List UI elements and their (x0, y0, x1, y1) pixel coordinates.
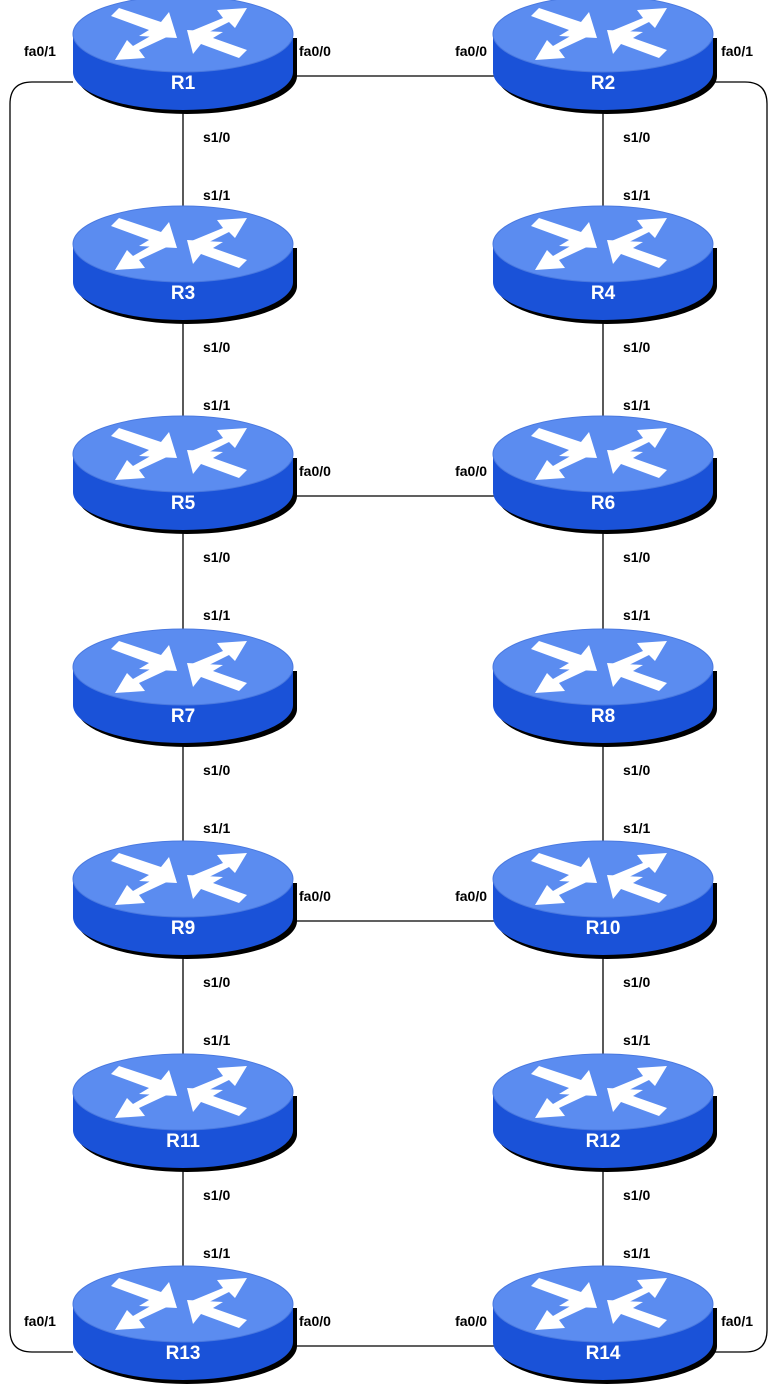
router-arrows-icon (111, 428, 247, 480)
router-top (72, 840, 294, 918)
router-top (492, 1265, 714, 1343)
router-arrows-icon (111, 1278, 247, 1330)
interface-label-r8-s1-0: s1/0 (623, 762, 650, 778)
router-label: R7 (171, 706, 195, 727)
interface-label-r9-s1-1: s1/1 (203, 820, 230, 836)
interface-label-r14-fa0-0: fa0/0 (455, 1313, 487, 1329)
interface-label-r11-s1-0: s1/0 (203, 1187, 230, 1203)
router-label: R3 (171, 283, 195, 304)
router-r1[interactable]: R1 (72, 0, 297, 114)
router-arrows-icon (111, 853, 247, 905)
router-label: R1 (171, 73, 196, 94)
link-r1-r13 (9, 81, 73, 1353)
router-top (72, 0, 294, 73)
router-arrows-icon (111, 8, 247, 60)
interface-label-r6-fa0-0: fa0/0 (455, 463, 487, 479)
interface-label-r6-s1-1: s1/1 (623, 397, 650, 413)
router-top (72, 628, 294, 706)
router-label: R8 (591, 706, 615, 727)
router-label: R10 (586, 918, 621, 939)
interface-label-r4-s1-0: s1/0 (623, 339, 650, 355)
router-label: R14 (586, 1343, 621, 1364)
router-top (72, 205, 294, 283)
interface-label-r14-s1-1: s1/1 (623, 1245, 650, 1261)
router-top (492, 205, 714, 283)
interface-label-r2-fa0-1: fa0/1 (721, 43, 753, 59)
interface-label-r9-fa0-0: fa0/0 (299, 888, 331, 904)
interface-labels-layer: fa0/0 fa0/0 s1/0 s1/1 s1/0 s1/1 s1/0 s1/1 s1/0 s1… (24, 43, 753, 1329)
router-arrows-icon (111, 218, 247, 270)
router-r7[interactable]: R7 (72, 628, 297, 747)
router-arrows-icon (111, 1066, 247, 1118)
interface-label-r1-s1-0: s1/0 (203, 129, 230, 145)
interface-label-r1-fa0-0: fa0/0 (299, 43, 331, 59)
interface-label-r2-fa0-0: fa0/0 (455, 43, 487, 59)
interface-label-r2-s1-0: s1/0 (623, 129, 650, 145)
interface-label-r8-s1-1: s1/1 (623, 607, 650, 623)
interface-label-r11-s1-1: s1/1 (203, 1032, 230, 1048)
router-arrows-icon (531, 428, 667, 480)
interface-label-r10-fa0-0: fa0/0 (455, 888, 487, 904)
router-arrows-icon (531, 1066, 667, 1118)
router-r6[interactable]: R6 (492, 415, 717, 534)
router-r4[interactable]: R4 (492, 205, 717, 324)
router-r10[interactable]: R10 (492, 840, 717, 959)
router-arrows-icon (531, 641, 667, 693)
router-r13[interactable]: R13 (72, 1265, 297, 1384)
interface-label-r5-fa0-0: fa0/0 (299, 463, 331, 479)
router-top (72, 1053, 294, 1131)
router-r11[interactable]: R11 (72, 1053, 297, 1172)
router-label: R12 (586, 1131, 621, 1152)
interface-label-r7-s1-1: s1/1 (203, 607, 230, 623)
interface-label-r13-s1-1: s1/1 (203, 1245, 230, 1261)
interface-label-r5-s1-1: s1/1 (203, 397, 230, 413)
router-label: R4 (591, 283, 616, 304)
interface-label-r10-s1-1: s1/1 (623, 820, 650, 836)
router-label: R13 (166, 1343, 201, 1364)
router-label: R11 (166, 1131, 200, 1152)
interface-label-r10-s1-0: s1/0 (623, 974, 650, 990)
router-r14[interactable]: R14 (492, 1265, 717, 1384)
interface-label-r1-fa0-1: fa0/1 (24, 43, 56, 59)
router-top (492, 1053, 714, 1131)
router-r12[interactable]: R12 (492, 1053, 717, 1172)
interface-label-r7-s1-0: s1/0 (203, 762, 230, 778)
link-r2-r14 (713, 81, 768, 1353)
router-arrows-icon (111, 641, 247, 693)
interface-label-r12-s1-0: s1/0 (623, 1187, 650, 1203)
router-r2[interactable]: R2 (492, 0, 717, 114)
router-top (492, 415, 714, 493)
router-top (72, 415, 294, 493)
router-arrows-icon (531, 218, 667, 270)
interface-label-r3-s1-1: s1/1 (203, 187, 230, 203)
router-r5[interactable]: R5 (72, 415, 297, 534)
interface-label-r3-s1-0: s1/0 (203, 339, 230, 355)
router-label: R9 (171, 918, 195, 939)
router-top (492, 0, 714, 73)
router-label: R6 (591, 493, 615, 514)
router-r9[interactable]: R9 (72, 840, 297, 959)
router-label: R2 (591, 73, 615, 94)
interface-label-r5-s1-0: s1/0 (203, 549, 230, 565)
router-r8[interactable]: R8 (492, 628, 717, 747)
router-arrows-icon (531, 8, 667, 60)
router-r3[interactable]: R3 (72, 205, 297, 324)
interface-label-r13-fa0-1: fa0/1 (24, 1313, 56, 1329)
router-arrows-icon (531, 1278, 667, 1330)
interface-label-r12-s1-1: s1/1 (623, 1032, 650, 1048)
router-label: R5 (171, 493, 196, 514)
interface-label-r4-s1-1: s1/1 (623, 187, 650, 203)
router-top (72, 1265, 294, 1343)
interface-label-r6-s1-0: s1/0 (623, 549, 650, 565)
router-top (492, 628, 714, 706)
router-top (492, 840, 714, 918)
interface-label-r9-s1-0: s1/0 (203, 974, 230, 990)
router-arrows-icon (531, 853, 667, 905)
interface-label-r13-fa0-0: fa0/0 (299, 1313, 331, 1329)
interface-label-r14-fa0-1: fa0/1 (721, 1313, 753, 1329)
